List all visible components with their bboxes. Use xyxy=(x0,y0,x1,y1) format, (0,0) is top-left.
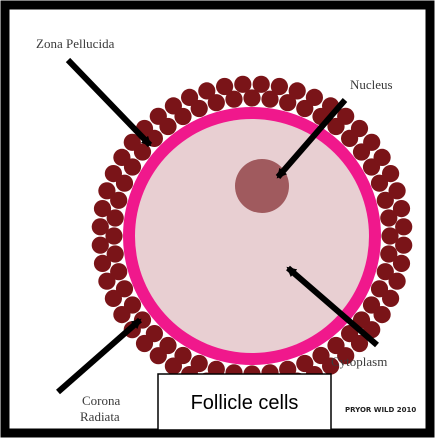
follicle-cell xyxy=(105,290,122,307)
follicle-cell xyxy=(382,165,399,182)
follicle-cell xyxy=(253,76,270,93)
follicle-cells-label: Follicle cells xyxy=(191,392,299,414)
follicle-cell xyxy=(165,358,182,375)
follicle-cell xyxy=(382,290,399,307)
follicle-cell xyxy=(234,76,251,93)
follicle-cell xyxy=(105,165,122,182)
follicle-cell xyxy=(395,218,412,235)
nucleus-label: Nucleus xyxy=(350,77,393,92)
follicle-cell xyxy=(94,255,111,272)
cytoplasm-label: Cytoplasm xyxy=(331,354,387,369)
follicle-cell xyxy=(363,134,380,151)
follicle-cell xyxy=(389,273,406,290)
nucleus xyxy=(235,159,289,213)
follicle-cell xyxy=(374,149,391,166)
follicle-cell xyxy=(393,255,410,272)
cytoplasm xyxy=(135,119,369,353)
follicle-cell xyxy=(113,149,130,166)
follicle-cell xyxy=(181,89,198,106)
follicle-cell xyxy=(165,97,182,114)
follicle-cell xyxy=(150,108,167,125)
follicle-cell xyxy=(271,78,288,95)
follicle-cell xyxy=(216,78,233,95)
follicle-cell xyxy=(98,273,115,290)
follicle-cell xyxy=(92,237,109,254)
follicle-cell xyxy=(98,182,115,199)
follicle-cell xyxy=(94,200,111,217)
follicle-cell xyxy=(150,347,167,364)
follicle-cell xyxy=(306,89,323,106)
follicle-cell xyxy=(374,306,391,323)
corona-label: Corona xyxy=(82,393,121,408)
follicle-cell xyxy=(136,335,153,352)
follicle-cell xyxy=(393,200,410,217)
follicle-cell xyxy=(92,218,109,235)
follicle-cell xyxy=(289,82,306,99)
credit-text: PRYOR WILD 2010 xyxy=(345,406,416,414)
zona-pellucida-label: Zona Pellucida xyxy=(36,36,115,51)
follicle-cell xyxy=(389,182,406,199)
follicle-cell xyxy=(351,120,368,137)
radiata-label: Radiata xyxy=(80,409,120,424)
follicle-cell xyxy=(113,306,130,323)
follicle-cell xyxy=(198,82,215,99)
follicle-cell xyxy=(395,237,412,254)
